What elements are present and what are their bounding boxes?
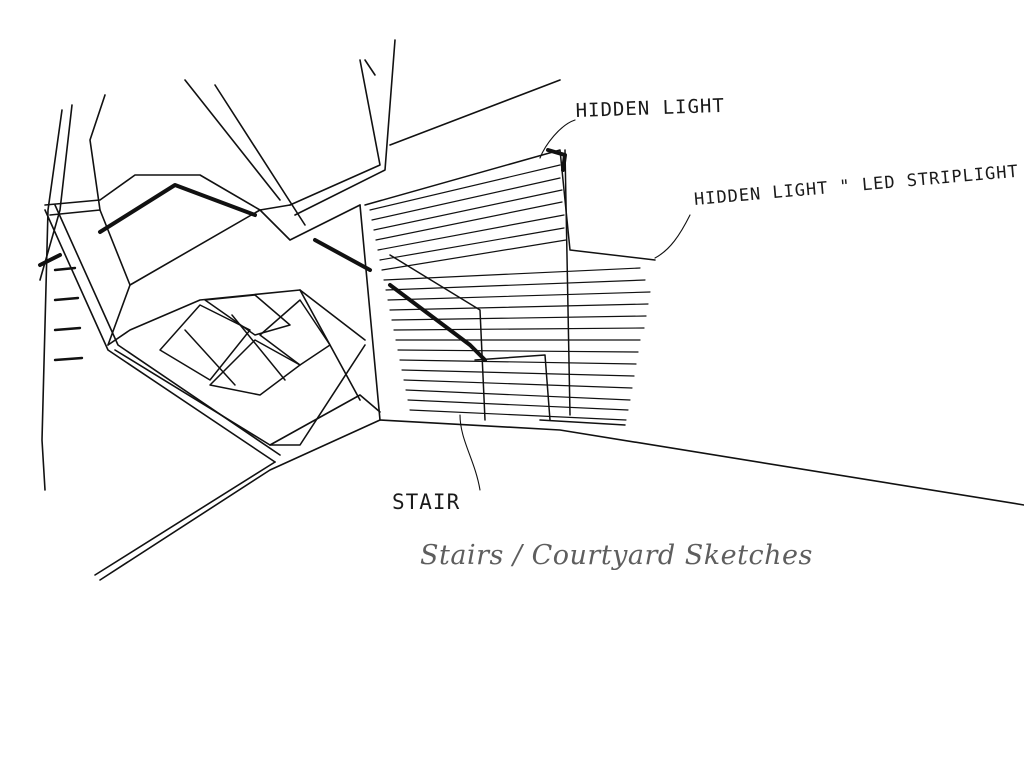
left-hatching (53, 266, 84, 362)
stair-plane (364, 149, 656, 426)
stair-hatching (369, 164, 651, 421)
sketch-caption: Stairs / Courtyard Sketches (420, 540, 813, 571)
leader-lines (459, 119, 691, 491)
dark-accents (38, 148, 567, 362)
window-grid (159, 294, 331, 396)
label-stair: STAIR (392, 490, 461, 514)
